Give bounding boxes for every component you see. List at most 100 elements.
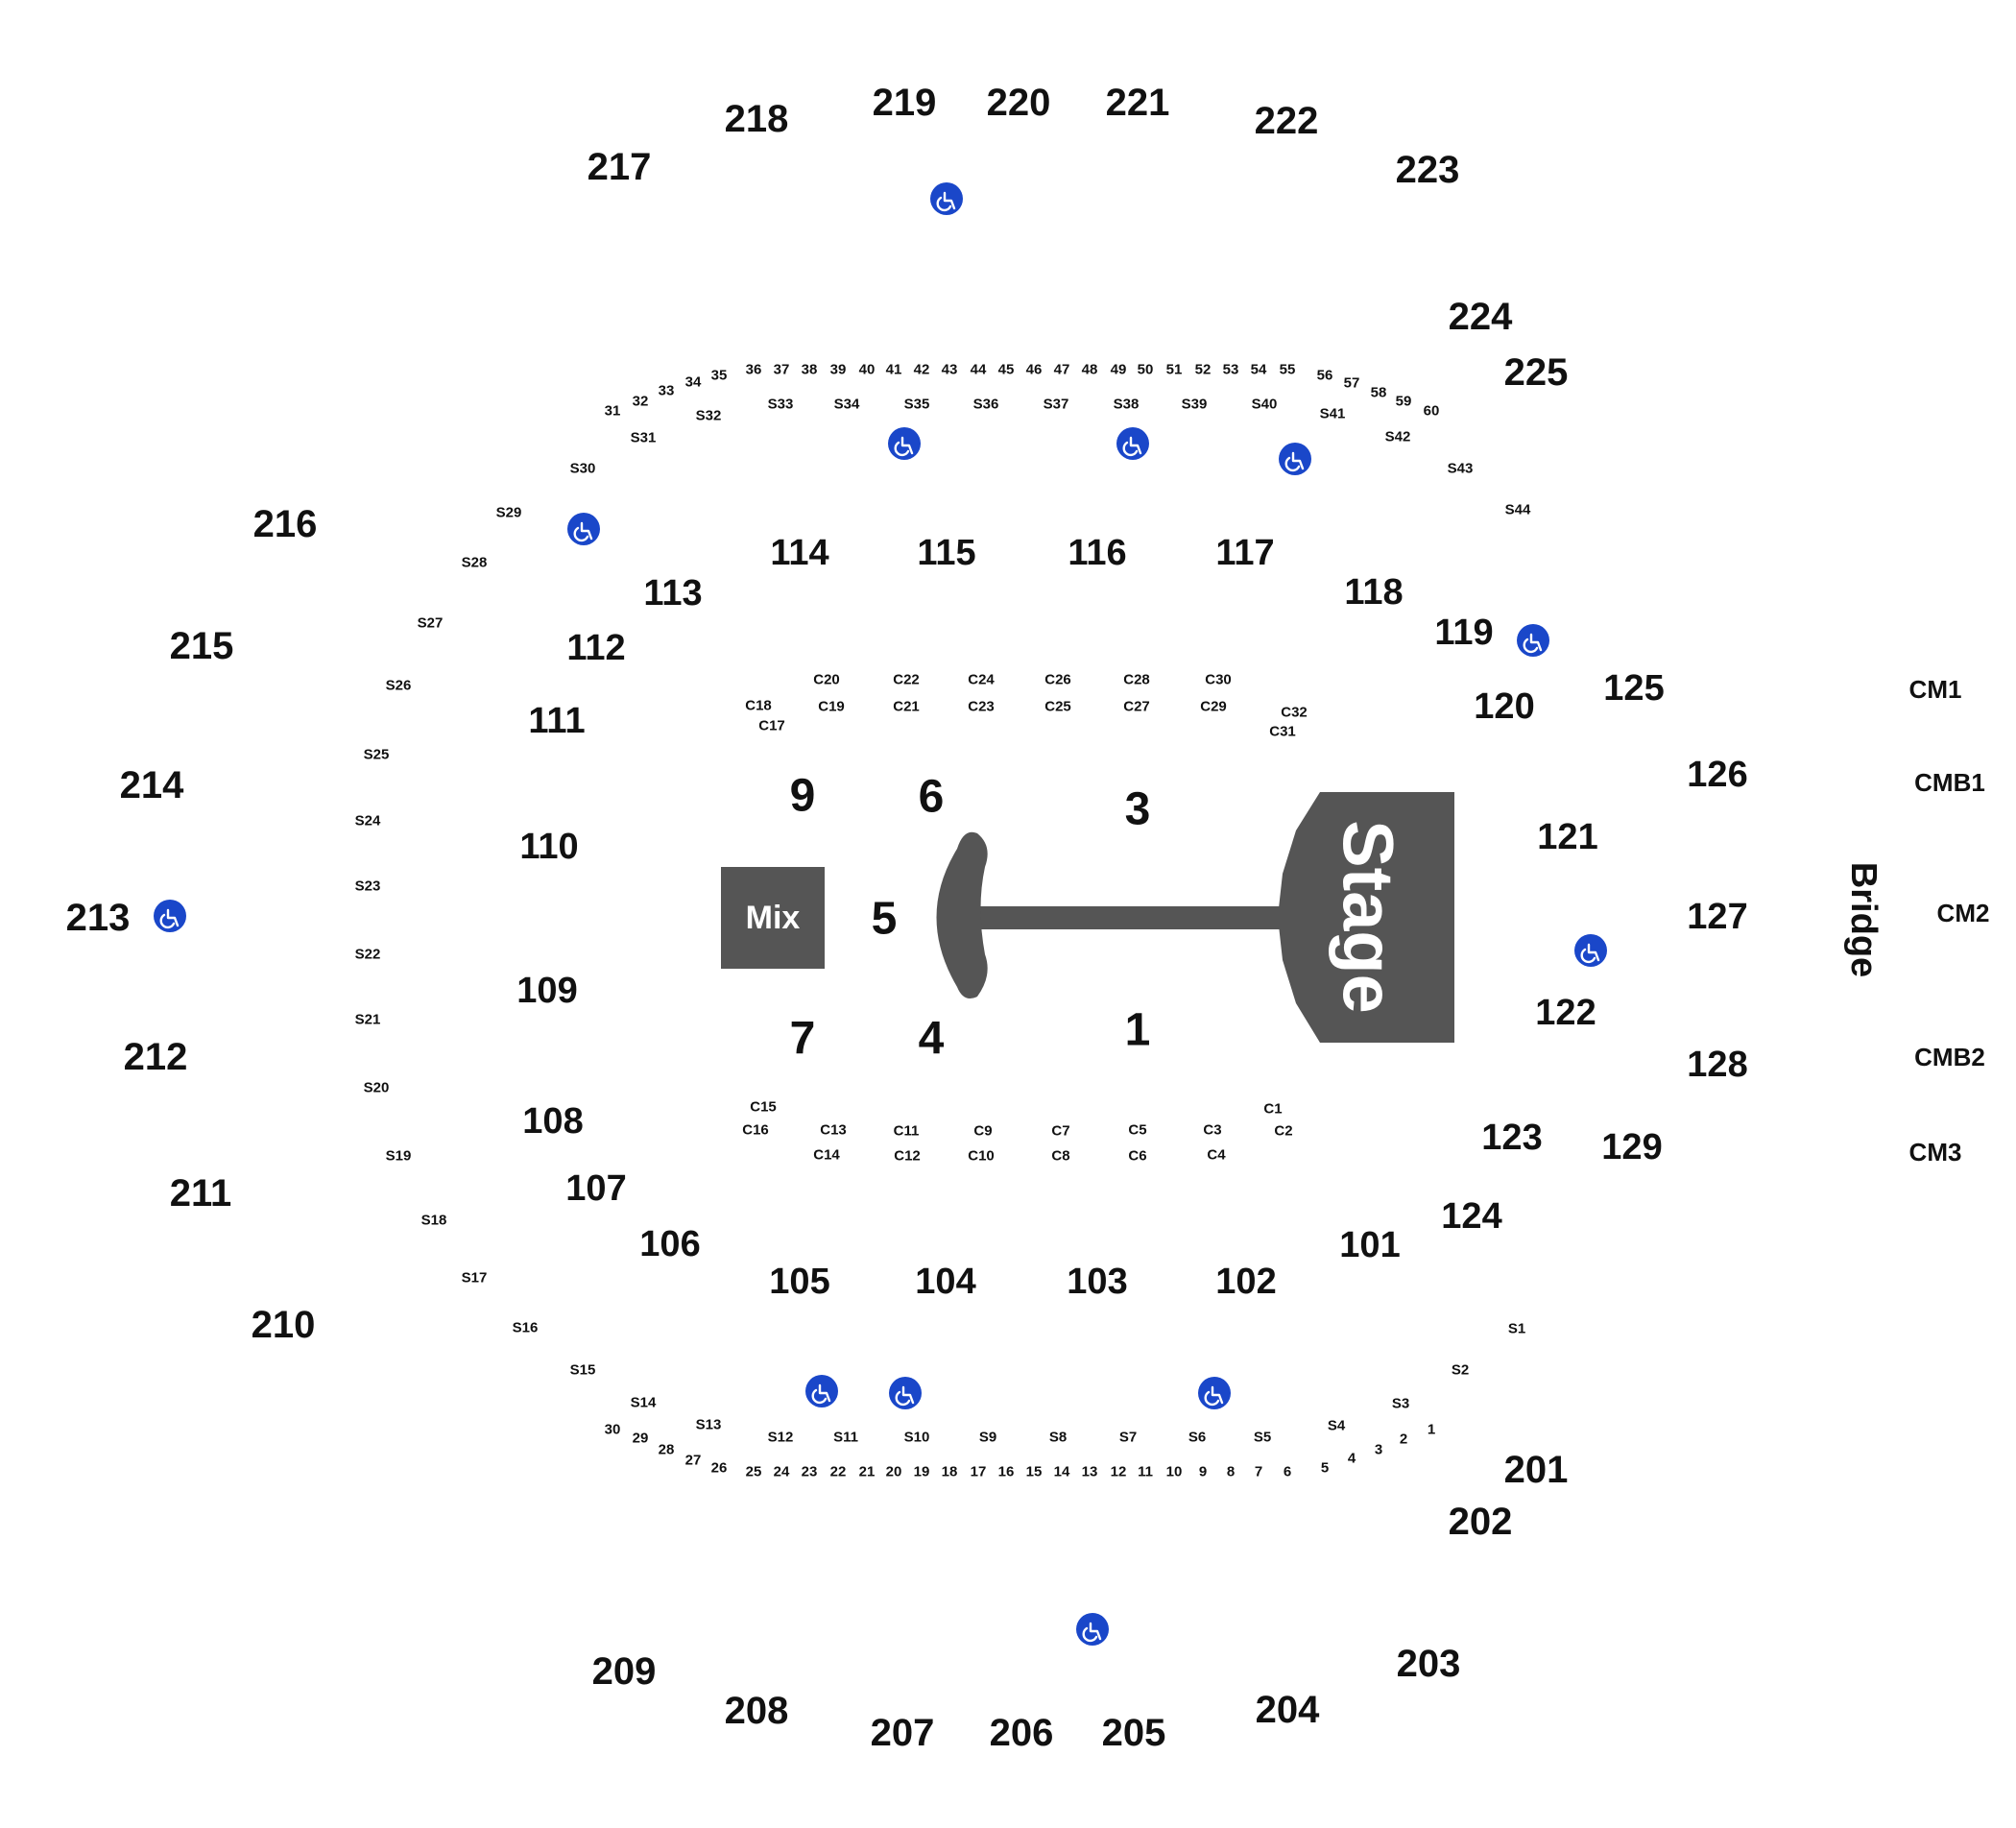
- suite-s16[interactable]: S16: [513, 1320, 539, 1336]
- suite-s8[interactable]: S8: [1049, 1430, 1067, 1446]
- box-50[interactable]: 50: [1138, 362, 1154, 378]
- box-43[interactable]: 43: [942, 362, 958, 378]
- club-c21[interactable]: C21: [893, 699, 920, 715]
- section-106[interactable]: 106: [639, 1224, 700, 1264]
- club-c29[interactable]: C29: [1200, 699, 1227, 715]
- section-117[interactable]: 117: [1215, 533, 1274, 573]
- section-110[interactable]: 110: [519, 827, 578, 867]
- suite-s36[interactable]: S36: [973, 397, 999, 413]
- box-39[interactable]: 39: [830, 362, 847, 378]
- stage[interactable]: [1278, 792, 1454, 1043]
- box-32[interactable]: 32: [633, 394, 649, 410]
- section-101[interactable]: 101: [1339, 1225, 1400, 1265]
- section-115[interactable]: 115: [917, 533, 975, 573]
- box-47[interactable]: 47: [1054, 362, 1070, 378]
- section-211[interactable]: 211: [170, 1172, 232, 1215]
- suite-s39[interactable]: S39: [1182, 397, 1208, 413]
- section-210[interactable]: 210: [252, 1304, 316, 1346]
- club-c22[interactable]: C22: [893, 672, 920, 688]
- club-c25[interactable]: C25: [1044, 699, 1071, 715]
- box-31[interactable]: 31: [605, 403, 621, 420]
- section-217[interactable]: 217: [588, 146, 652, 188]
- suite-s30[interactable]: S30: [570, 461, 596, 477]
- box-56[interactable]: 56: [1317, 368, 1333, 384]
- club-c14[interactable]: C14: [813, 1147, 840, 1164]
- box-51[interactable]: 51: [1166, 362, 1183, 378]
- club-c11[interactable]: C11: [894, 1123, 920, 1140]
- club-c28[interactable]: C28: [1123, 672, 1150, 688]
- box-53[interactable]: 53: [1223, 362, 1239, 378]
- club-c10[interactable]: C10: [968, 1148, 995, 1165]
- section-124[interactable]: 124: [1441, 1196, 1501, 1237]
- floor-section-4[interactable]: 4: [919, 1014, 945, 1065]
- section-218[interactable]: 218: [725, 98, 789, 140]
- floor-section-7[interactable]: 7: [790, 1014, 816, 1065]
- box-30[interactable]: 30: [605, 1422, 621, 1438]
- section-103[interactable]: 103: [1067, 1262, 1127, 1302]
- section-119[interactable]: 119: [1434, 613, 1493, 653]
- section-204[interactable]: 204: [1256, 1689, 1320, 1731]
- section-114[interactable]: 114: [770, 533, 828, 573]
- box-24[interactable]: 24: [774, 1464, 790, 1480]
- box-60[interactable]: 60: [1424, 403, 1440, 420]
- club-c26[interactable]: C26: [1044, 672, 1071, 688]
- section-112[interactable]: 112: [566, 628, 625, 668]
- section-128[interactable]: 128: [1687, 1045, 1747, 1085]
- suite-s18[interactable]: S18: [421, 1213, 447, 1229]
- box-8[interactable]: 8: [1227, 1464, 1235, 1480]
- section-125[interactable]: 125: [1603, 668, 1664, 709]
- box-58[interactable]: 58: [1371, 385, 1387, 401]
- club-c30[interactable]: C30: [1205, 672, 1232, 688]
- box-13[interactable]: 13: [1082, 1464, 1098, 1480]
- box-34[interactable]: 34: [685, 374, 702, 391]
- suite-s4[interactable]: S4: [1328, 1418, 1346, 1434]
- club-c31[interactable]: C31: [1269, 724, 1296, 740]
- floor-section-1[interactable]: 1: [1125, 1005, 1151, 1056]
- club-c13[interactable]: C13: [820, 1122, 847, 1139]
- box-19[interactable]: 19: [914, 1464, 930, 1480]
- section-127[interactable]: 127: [1687, 897, 1747, 937]
- floor-section-9[interactable]: 9: [790, 771, 816, 822]
- section-219[interactable]: 219: [873, 82, 937, 124]
- box-52[interactable]: 52: [1195, 362, 1212, 378]
- box-16[interactable]: 16: [998, 1464, 1015, 1480]
- box-54[interactable]: 54: [1251, 362, 1267, 378]
- box-35[interactable]: 35: [711, 368, 728, 384]
- box-55[interactable]: 55: [1280, 362, 1296, 378]
- suite-s10[interactable]: S10: [904, 1430, 930, 1446]
- floor-section-3[interactable]: 3: [1125, 784, 1151, 835]
- club-c3[interactable]: C3: [1203, 1122, 1221, 1139]
- suite-s23[interactable]: S23: [355, 878, 381, 895]
- club-c27[interactable]: C27: [1123, 699, 1150, 715]
- box-3[interactable]: 3: [1375, 1442, 1382, 1458]
- section-205[interactable]: 205: [1102, 1712, 1166, 1754]
- suite-s28[interactable]: S28: [462, 555, 488, 571]
- club-c12[interactable]: C12: [894, 1148, 921, 1165]
- section-223[interactable]: 223: [1396, 149, 1460, 191]
- club-c4[interactable]: C4: [1207, 1147, 1226, 1164]
- suite-s34[interactable]: S34: [834, 397, 860, 413]
- suite-s41[interactable]: S41: [1320, 406, 1346, 422]
- club-c20[interactable]: C20: [813, 672, 840, 688]
- section-214[interactable]: 214: [120, 764, 184, 806]
- section-213[interactable]: 213: [66, 897, 131, 939]
- suite-s5[interactable]: S5: [1254, 1430, 1271, 1446]
- section-121[interactable]: 121: [1537, 817, 1597, 857]
- box-25[interactable]: 25: [746, 1464, 762, 1480]
- suite-s27[interactable]: S27: [418, 615, 444, 632]
- club-c24[interactable]: C24: [968, 672, 995, 688]
- mix-position[interactable]: [721, 867, 825, 969]
- box-4[interactable]: 4: [1348, 1451, 1356, 1467]
- club-c6[interactable]: C6: [1128, 1148, 1146, 1165]
- section-224[interactable]: 224: [1449, 296, 1513, 338]
- section-104[interactable]: 104: [915, 1262, 975, 1302]
- box-45[interactable]: 45: [998, 362, 1015, 378]
- box-22[interactable]: 22: [830, 1464, 847, 1480]
- box-46[interactable]: 46: [1026, 362, 1043, 378]
- club-c7[interactable]: C7: [1051, 1123, 1069, 1140]
- section-123[interactable]: 123: [1481, 1118, 1542, 1158]
- suite-s15[interactable]: S15: [570, 1362, 596, 1379]
- suite-s29[interactable]: S29: [496, 505, 522, 521]
- club-c1[interactable]: C1: [1263, 1101, 1282, 1118]
- section-120[interactable]: 120: [1474, 686, 1534, 727]
